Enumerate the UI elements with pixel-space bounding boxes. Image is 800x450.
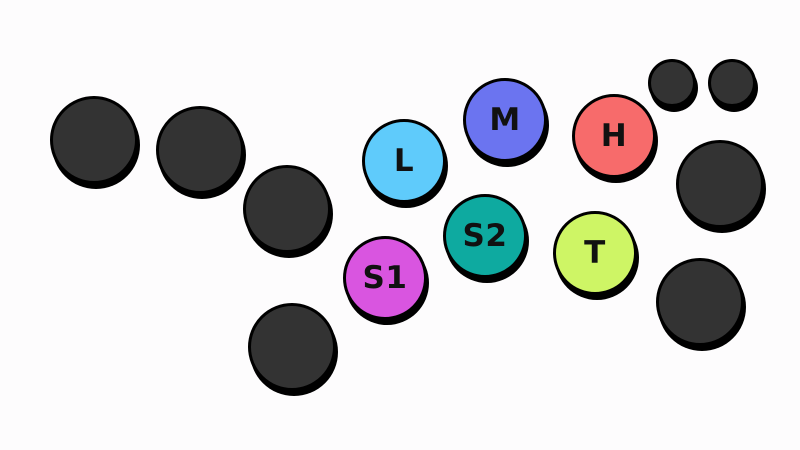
s2-button[interactable]: S2: [443, 194, 527, 278]
t-button-label: T: [584, 234, 606, 271]
left-button-2[interactable]: [156, 106, 244, 194]
t-button[interactable]: T: [553, 211, 637, 295]
m-button-label: M: [489, 101, 521, 138]
h-button-label: H: [600, 117, 628, 154]
s1-button[interactable]: S1: [343, 236, 427, 320]
h-button[interactable]: H: [572, 94, 656, 178]
small-button-2[interactable]: [708, 59, 756, 107]
small-button-1[interactable]: [648, 59, 696, 107]
left-button-3[interactable]: [243, 165, 331, 253]
s1-button-label: S1: [362, 259, 408, 296]
m-button[interactable]: M: [463, 78, 547, 162]
right-button-1[interactable]: [676, 140, 764, 228]
left-button-1[interactable]: [50, 96, 138, 184]
l-button[interactable]: L: [362, 119, 446, 203]
s2-button-label: S2: [462, 217, 508, 254]
l-button-label: L: [393, 142, 415, 179]
thumb-button[interactable]: [248, 303, 336, 391]
right-button-2[interactable]: [656, 258, 744, 346]
